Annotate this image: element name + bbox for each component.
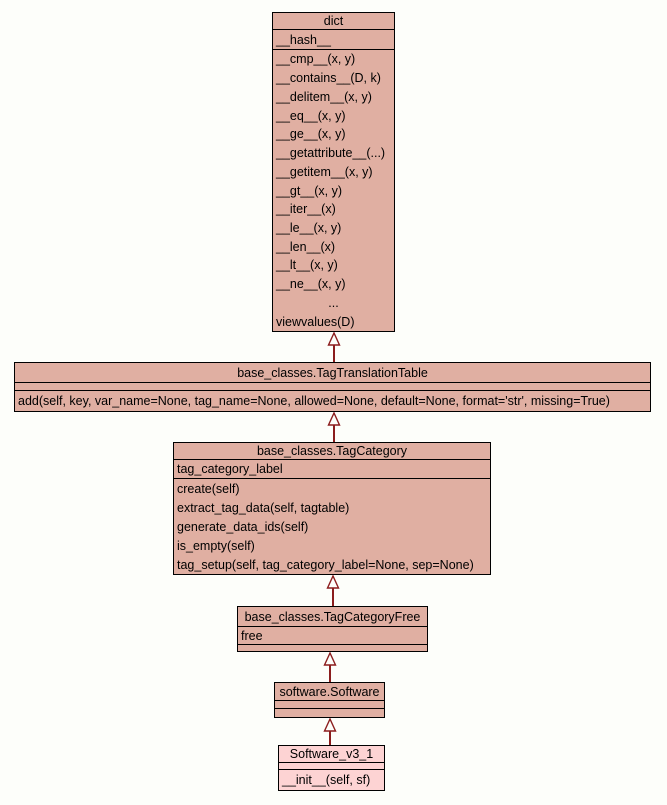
attribute-label: __hash__	[276, 32, 331, 47]
class-box-software: software.Software	[274, 682, 385, 718]
method-label: add(self, key, var_name=None, tag_name=N…	[18, 394, 610, 408]
method-label: __contains__(D, k)	[276, 71, 381, 86]
class-title: dict	[323, 14, 344, 28]
methods-compartment: __init__(self, sf)	[279, 769, 384, 790]
class-box-tagcategory: base_classes.TagCategory tag_category_la…	[173, 442, 491, 575]
hollow-triangle-arrow-icon	[323, 652, 337, 682]
inheritance-arrow	[327, 412, 341, 442]
method-label: create(self)	[177, 481, 240, 496]
method-label: __iter__(x)	[276, 202, 336, 217]
empty-methods-compartment	[238, 644, 427, 651]
inheritance-arrow	[323, 718, 337, 745]
inheritance-arrow	[326, 575, 340, 606]
method-label: __init__(self, sf)	[282, 773, 371, 787]
attribute-label: free	[241, 628, 263, 643]
class-title: base_classes.TagCategoryFree	[244, 609, 421, 624]
method-label: __gt__(x, y)	[276, 183, 343, 198]
method-label: __lt__(x, y)	[276, 258, 338, 273]
method-label: __ne__(x, y)	[276, 277, 346, 292]
method-label: __le__(x, y)	[276, 220, 342, 235]
class-title: Software_v3_1	[289, 747, 374, 761]
class-box-tagtranslationtable: base_classes.TagTranslationTable add(sel…	[14, 362, 651, 412]
attribute-label: tag_category_label	[177, 462, 283, 476]
empty-attributes-compartment	[275, 700, 384, 708]
method-label: __getattribute__(...)	[276, 146, 386, 161]
method-label: is_empty(self)	[177, 538, 255, 553]
inheritance-arrow	[323, 652, 337, 682]
methods-compartment: __cmp__(x, y) __contains__(D, k) __delit…	[273, 49, 394, 331]
method-label: __cmp__(x, y)	[276, 52, 356, 67]
class-title: base_classes.TagCategory	[256, 444, 408, 458]
class-title: base_classes.TagTranslationTable	[237, 365, 428, 380]
class-box-tagcategoryfree: base_classes.TagCategoryFree free	[237, 606, 428, 652]
method-label: viewvalues(D)	[276, 314, 355, 329]
method-label: __eq__(x, y)	[276, 108, 346, 123]
method-label: __ge__(x, y)	[276, 127, 346, 142]
empty-attributes-compartment	[279, 762, 384, 769]
hollow-triangle-arrow-icon	[323, 718, 337, 745]
method-label: __len__(x)	[276, 239, 336, 254]
method-label: tag_setup(self, tag_category_label=None,…	[177, 557, 474, 572]
hollow-triangle-arrow-icon	[327, 332, 341, 362]
hollow-triangle-arrow-icon	[326, 575, 340, 606]
methods-compartment: create(self) extract_tag_data(self, tagt…	[174, 478, 490, 574]
class-box-software-v3-1: Software_v3_1 __init__(self, sf)	[278, 745, 385, 791]
empty-attributes-compartment	[15, 382, 650, 390]
hollow-triangle-arrow-icon	[327, 412, 341, 442]
method-label: __getitem__(x, y)	[276, 164, 373, 179]
method-label: __delitem__(x, y)	[276, 89, 372, 104]
methods-compartment: add(self, key, var_name=None, tag_name=N…	[15, 390, 650, 411]
class-title: software.Software	[279, 684, 380, 699]
empty-methods-compartment	[275, 708, 384, 717]
class-box-dict: dict __hash__ __cmp__(x, y) __contains__…	[272, 12, 395, 332]
method-label: generate_data_ids(self)	[177, 519, 309, 534]
ellipsis-label: ...	[328, 295, 339, 310]
method-label: extract_tag_data(self, tagtable)	[177, 500, 350, 515]
inheritance-arrow	[327, 332, 341, 362]
